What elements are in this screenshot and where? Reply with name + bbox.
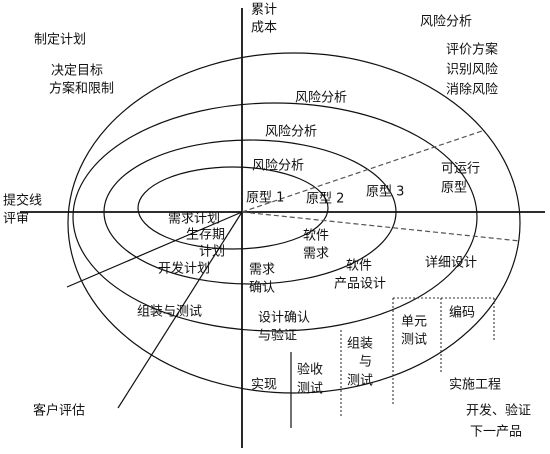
implementation-label: 实现: [251, 378, 277, 393]
requirements-confirm-label-1: 需求: [249, 263, 275, 278]
design-confirm-label-2: 与验证: [258, 328, 297, 344]
requirements-confirm-label-2: 确认: [249, 281, 275, 296]
plan-label: 制定计划: [34, 33, 86, 48]
acceptance-test-label-2: 测试: [297, 382, 323, 397]
customer-evaluation-line-1: [117, 211, 243, 409]
risk-analysis-label-2: 风险分析: [265, 125, 317, 140]
evaluate-options-label: 评价方案: [446, 42, 498, 58]
software-product-design-label-1: 软件: [346, 259, 372, 274]
unit-test-label-2: 测试: [401, 333, 427, 348]
integration-label-1: 组装: [347, 337, 373, 352]
lifecycle-label-2: 计划: [199, 245, 225, 260]
identify-risks-label: 识别风险: [446, 63, 498, 78]
prototype-2-label: 原型 2: [306, 192, 344, 207]
integration-label-2: 与: [359, 355, 372, 370]
lifecycle-label-1: 生存期: [186, 228, 225, 243]
integration-label-3: 测试: [347, 374, 373, 389]
submit-line-label: 提交线: [3, 193, 42, 209]
review-label: 评审: [3, 212, 29, 227]
unit-test-label-1: 单元: [401, 315, 427, 330]
diagonal-dashed-down: [241, 211, 521, 242]
risk-analysis-top-label: 风险分析: [420, 15, 472, 30]
decide-goals-label: 决定目标: [51, 64, 103, 79]
customer-evaluation-line-2: [66, 211, 243, 288]
implementation-engineering-label: 实施工程: [449, 378, 501, 393]
design-confirm-label-1: 设计确认: [258, 311, 310, 326]
operational-prototype-label-2: 原型: [441, 181, 467, 196]
software-product-design-label-2: 产品设计: [334, 277, 386, 292]
development-plan-label: 开发计划: [158, 261, 210, 277]
prototype-1-label: 原型 1: [246, 191, 284, 206]
spiral-loop-4: [67, 52, 521, 394]
develop-verify-label-1: 开发、验证: [466, 403, 531, 419]
spiral-loop-3: [72, 102, 478, 332]
requirements-plan-label: 需求计划: [168, 212, 220, 227]
spiral-loop-2: [103, 139, 397, 285]
software-requirements-label-2: 需求: [303, 247, 329, 262]
spiral-loop-1: [137, 166, 329, 250]
eliminate-risks-label: 消除风险: [446, 83, 498, 98]
cumulative-cost-label-2: 成本: [251, 21, 277, 36]
integration-test-label: 组装与测试: [137, 305, 202, 320]
coding-label: 编码: [449, 306, 475, 321]
cumulative-cost-label-1: 累计: [251, 3, 277, 18]
decide-constraints-label: 方案和限制: [49, 81, 114, 97]
prototype-3-label: 原型 3: [366, 185, 404, 200]
customer-evaluation-label: 客户评估: [33, 403, 85, 419]
risk-analysis-label-1: 风险分析: [295, 91, 347, 106]
detailed-design-label: 详细设计: [425, 256, 477, 271]
acceptance-test-label-1: 验收: [297, 362, 323, 378]
software-requirements-label-1: 软件: [303, 229, 329, 244]
operational-prototype-label-1: 可运行: [441, 162, 480, 177]
diagonal-dashed-up: [241, 130, 483, 213]
develop-verify-label-2: 下一产品: [470, 425, 522, 440]
risk-analysis-label-3: 风险分析: [252, 159, 304, 174]
